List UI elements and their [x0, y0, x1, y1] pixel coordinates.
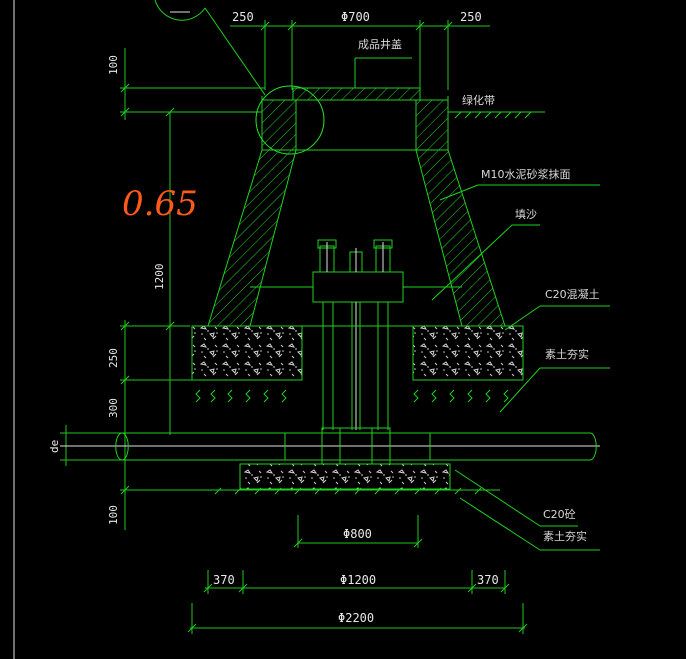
handwritten-annotation: 0.65: [122, 184, 198, 224]
collar-block-left: [261, 99, 297, 151]
collar-left-top: [261, 96, 293, 101]
valve-assembly: [250, 239, 462, 430]
greenbelt-ground-ticks: [454, 111, 532, 119]
bottom-dimension-group: Φ800 370 Φ1200 370 Φ2200: [187, 515, 528, 634]
left-dimension-group: 100 1200 250 300 de 100: [48, 48, 265, 530]
well-cover: [292, 87, 421, 101]
label-mortar: M10水泥砂浆抹面: [481, 167, 571, 181]
soil-ticks-lower: [214, 487, 482, 495]
top-dimension-group: 250 Φ700 250: [230, 10, 490, 90]
label-concrete-ring: C20混凝土: [545, 287, 600, 301]
concrete-ring-right: [412, 325, 524, 381]
dim-top-left: 250: [232, 10, 254, 24]
label-fill-sand: 填沙: [515, 207, 537, 221]
main-pipe: [60, 427, 600, 465]
dim-left-300: 300: [107, 398, 120, 418]
dim-phi800: Φ800: [343, 527, 372, 541]
dim-left-100-bottom: 100: [107, 505, 120, 525]
label-base-concrete: C20砼: [543, 508, 576, 521]
dim-bottom-left: 370: [213, 573, 235, 587]
soil-ticks-upper: [195, 389, 509, 403]
dim-top-right: 250: [460, 10, 482, 24]
valve-body: [312, 271, 404, 303]
concrete-ring-left: [191, 325, 303, 381]
detail-callout-circle-top: [154, 0, 206, 21]
dim-left-de: de: [48, 440, 61, 453]
dim-bottom-total: Φ2200: [338, 611, 374, 625]
base-concrete: [239, 463, 451, 490]
dim-left-100-top: 100: [107, 55, 120, 75]
label-compacted-soil-lower: 素土夯实: [543, 529, 587, 543]
label-cover: 成品井盖: [358, 37, 402, 51]
dim-left-1200: 1200: [153, 264, 166, 291]
detail-leader-line: [204, 7, 266, 96]
label-greenbelt: 绿化带: [462, 93, 495, 107]
dim-top-center: Φ700: [341, 10, 370, 24]
dim-left-250: 250: [107, 348, 120, 368]
label-compacted-soil-upper: 素土夯实: [545, 347, 589, 361]
dim-bottom-center: Φ1200: [340, 573, 376, 587]
shaft-wall-left: [207, 149, 297, 327]
dim-bottom-right: 370: [477, 573, 499, 587]
collar-block-right: [415, 99, 449, 151]
